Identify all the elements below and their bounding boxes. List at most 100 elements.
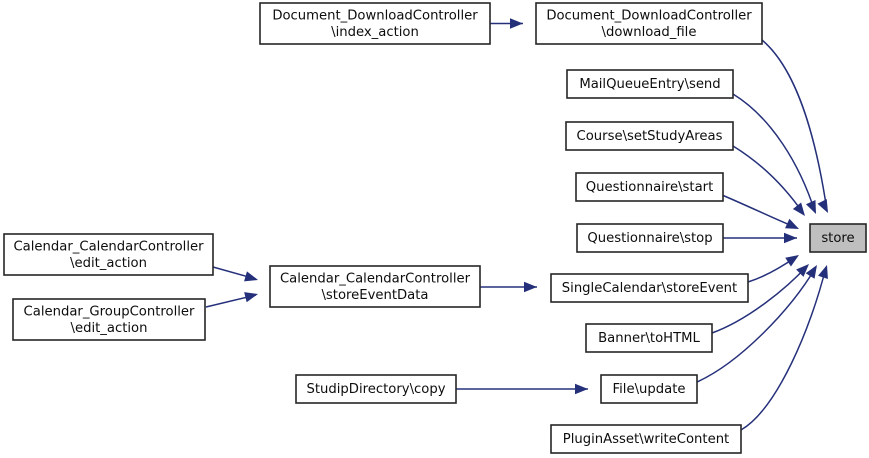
node-label: StudipDirectory\copy (306, 382, 445, 397)
node-label: store (821, 231, 854, 246)
arrow-head-icon (244, 292, 258, 303)
call-edge (747, 255, 799, 283)
node-label-line: Course\setStudyAreas (577, 129, 723, 144)
graph-node-studipdirectory_copy[interactable]: StudipDirectory\copy (295, 374, 457, 404)
node-layer: Document_DownloadController \index_action… (3, 2, 867, 454)
node-label-line: MailQueueEntry\send (579, 77, 720, 92)
graph-node-store[interactable]: store (809, 223, 867, 253)
node-label-line: \storeEventData (321, 288, 428, 303)
node-label-line: SingleCalendar\storeEvent (562, 281, 737, 296)
node-label: Course\setStudyAreas (577, 129, 723, 144)
node-label-line: \index_action (331, 25, 419, 40)
call-edge (732, 145, 805, 216)
node-label: PluginAsset\writeContent (563, 432, 729, 447)
node-box[interactable] (12, 298, 206, 341)
call-edge (723, 232, 797, 244)
node-box[interactable] (566, 69, 734, 99)
node-label-line: Banner\toHTML (598, 331, 700, 346)
arrow-head-icon (792, 202, 805, 216)
call-edge (212, 266, 258, 282)
node-label-line: store (821, 231, 854, 246)
node-box[interactable] (600, 374, 698, 404)
graph-node-questionnaire_start[interactable]: Questionnaire\start (575, 172, 724, 202)
node-box[interactable] (575, 172, 724, 202)
node-label-line: \edit_action (71, 321, 148, 336)
graph-node-file_update[interactable]: File\update (600, 374, 698, 404)
node-box[interactable] (565, 121, 734, 151)
node-label: Questionnaire\stop (587, 231, 712, 246)
node-label: Calendar_CalendarController \storeEventDa… (280, 271, 471, 303)
call-edge (696, 265, 817, 383)
edge-line (721, 194, 798, 229)
arrow-head-icon (785, 255, 799, 267)
node-label: Document_DownloadController \index_action (272, 8, 478, 40)
node-box[interactable] (550, 424, 742, 454)
graph-node-cal_cal_storeeventdata[interactable]: Calendar_CalendarController \storeEventDa… (269, 265, 481, 308)
node-label-line: StudipDirectory\copy (306, 382, 445, 397)
graph-node-cal_group_edit[interactable]: Calendar_GroupController\edit_action (12, 298, 206, 341)
arrow-head-icon (817, 199, 828, 213)
graph-node-cal_cal_edit[interactable]: Calendar_CalendarController \edit_action (3, 233, 214, 276)
node-box[interactable] (295, 374, 457, 404)
edge-line (732, 145, 804, 214)
graph-node-banner_tohtml[interactable]: Banner\toHTML (585, 323, 713, 353)
node-label-line: File\update (613, 382, 686, 397)
node-box[interactable] (576, 223, 724, 253)
node-label-line: \download_file (602, 25, 697, 40)
node-label-line: Document_DownloadController (546, 8, 752, 23)
call-edge (490, 18, 523, 29)
arrow-head-icon (575, 383, 588, 395)
node-label: MailQueueEntry\send (579, 77, 720, 92)
edge-layer (205, 18, 828, 431)
graph-node-mailqueue_send[interactable]: MailQueueEntry\send (566, 69, 734, 99)
graph-node-singlecalendar_storeevent[interactable]: SingleCalendar\storeEvent (550, 273, 749, 303)
node-label-line: Document_DownloadController (272, 8, 478, 23)
arrow-head-icon (818, 265, 828, 279)
node-box[interactable] (3, 233, 214, 276)
edge-line (740, 266, 827, 431)
call-edge (721, 194, 799, 229)
arrow-head-icon (784, 232, 797, 244)
arrow-head-icon (805, 200, 816, 214)
call-edge (480, 281, 537, 293)
graph-node-questionnaire_stop[interactable]: Questionnaire\stop (576, 223, 724, 253)
node-label-line: PluginAsset\writeContent (563, 432, 729, 447)
edge-line (732, 93, 816, 213)
call-edge (205, 292, 258, 308)
node-box[interactable] (550, 273, 749, 303)
edge-line (761, 39, 828, 212)
arrow-head-icon (785, 218, 799, 229)
node-label: Questionnaire\start (586, 180, 714, 195)
graph-node-pluginasset_writecontent[interactable]: PluginAsset\writeContent (550, 424, 742, 454)
graph-node-doc_download[interactable]: Document_DownloadController \download_fil… (535, 2, 763, 45)
arrow-head-icon (524, 281, 537, 293)
node-box-current[interactable] (809, 223, 867, 253)
node-box[interactable] (269, 265, 481, 308)
call-edge (740, 265, 828, 431)
node-label-line: \edit_action (70, 256, 147, 271)
node-box[interactable] (259, 2, 491, 45)
node-label: Banner\toHTML (598, 331, 700, 346)
node-label: File\update (613, 382, 686, 397)
node-box[interactable] (585, 323, 713, 353)
node-label: Calendar_CalendarController \edit_action (13, 239, 204, 271)
node-label-line: Calendar_CalendarController (280, 271, 471, 286)
call-edge (761, 39, 828, 213)
arrow-head-icon (805, 265, 817, 279)
node-label: SingleCalendar\storeEvent (562, 281, 737, 296)
arrow-head-icon (796, 264, 809, 277)
call-edge (732, 93, 816, 214)
node-label: Calendar_GroupController\edit_action (24, 304, 195, 336)
node-label-line: Calendar_CalendarController (13, 239, 204, 254)
node-box[interactable] (535, 2, 763, 45)
arrow-head-icon (510, 18, 523, 29)
graph-node-doc_index[interactable]: Document_DownloadController \index_action (259, 2, 491, 45)
node-label-line: Questionnaire\start (586, 180, 714, 195)
node-label-line: Questionnaire\stop (587, 231, 712, 246)
arrow-head-icon (244, 271, 258, 282)
call-edge (711, 264, 809, 334)
graph-node-course_setstudyareas[interactable]: Course\setStudyAreas (565, 121, 734, 151)
node-label: Document_DownloadController \download_fil… (546, 8, 752, 40)
